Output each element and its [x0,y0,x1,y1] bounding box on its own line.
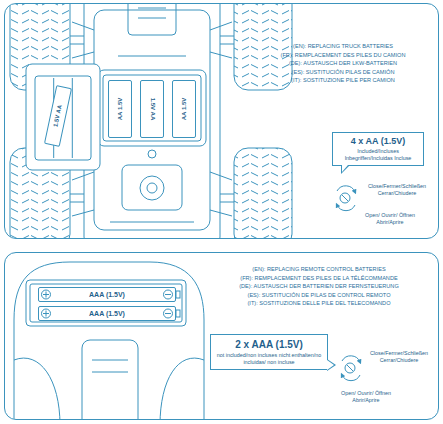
battery: 1.5V AA [44,85,72,147]
screw-symbol-part [337,205,355,211]
battery-text: AA 1.5V [117,98,124,120]
truck-underside [10,4,292,238]
truck-underside-part [98,70,206,146]
heading-text: (EN): REPLACING REMOTE CONTROL BATTERIES [203,265,435,274]
heading-block: (EN): REPLACING TRUCK BATTERIES(FR): REM… [250,42,436,85]
heading-text: (DE): AUSTAUSCH DER BATTERIEN DER FERNST… [203,282,435,291]
truck-underside-part [35,76,91,160]
battery-text: 1.5V AA [52,104,64,127]
battery-text: AAA (1.5V) [39,307,175,320]
remote-control-part [26,280,186,326]
battery-text: AA 1.5V [181,98,188,120]
screw-symbol-part [337,186,355,192]
callout-box-text: 4 x AA (1.5V) [337,136,419,147]
battery-text: AAA (1.5V) [39,288,175,301]
heading-text: (FR): REMPLACEMENT DES PILES DU CAMION [250,51,436,60]
remote-control-part [43,292,49,298]
callout-box-text: Included/Incluses Inbegriffen/Incluidas … [337,148,419,161]
truck-underside-part [147,183,157,193]
battery: AAA (1.5V) [38,306,176,321]
battery-text: 1.5V AA [149,98,156,120]
callout-box: 4 x AA (1.5V)Included/Incluses Inbegriff… [332,132,424,166]
screw-symbol-part [342,195,348,201]
heading-text: (ES): SUSTITUCIÓN DE PILAS DE CONTROL RE… [203,291,435,300]
truck-underside-part [234,4,292,90]
remote-control-part [92,360,128,372]
screw-direction-label: Close/Fermer/Schließen Cerrar/Chiudere [360,183,434,197]
truck-underside-part [94,10,210,230]
heading-block: (EN): REPLACING REMOTE CONTROL BATTERIES… [203,265,435,308]
battery: 1.5V AA [140,80,164,138]
remote-control-part [176,291,180,298]
remote-control-part [82,340,138,419]
remote-control-part [165,313,171,314]
heading-text: (ES): SUSTITUCIÓN PILAS DE CAMIÓN [250,68,436,77]
screw-direction-label: Close/Fermer/Schließen Cerrar/Chiudere [362,350,436,364]
battery: AAA (1.5V) [38,287,176,302]
instruction-panel: (EN): REPLACING TRUCK BATTERIES(FR): REM… [4,3,439,239]
callout-box-text: 2 x AAA (1.5V) [215,338,323,351]
truck-underside-part [128,4,176,35]
screw-symbol-part [342,356,360,362]
truck-underside-part [122,165,182,210]
truck-underside-part [26,64,100,170]
heading-text: (DE): AUSTAUSCH DER LKW-BATTERIEN [250,59,436,68]
heading-text: (FR): REMPLACEMENT DES PILES DE LA TÉLÉC… [203,274,435,283]
truck-underside-part [140,176,164,200]
remote-control-part [164,309,173,318]
heading-text: (IT): SOSTITUZIONE DELLE PILE DEL TELECO… [203,299,435,308]
remote-control [14,262,204,419]
battery: AA 1.5V [172,80,196,138]
screw-direction-label: Open/ Ouvrir/ Öffnen Abrir/Aprire [354,212,426,226]
remote-control-part [176,310,180,317]
remote-control-part [42,309,51,318]
screw-symbol-part [342,375,360,381]
remote-control-part [42,290,51,299]
truck-underside-part [84,4,220,238]
heading-text: (EN): REPLACING TRUCK BATTERIES [250,42,436,51]
heading-text: (IT): SOSTITUZIONE PILE PER CAMION [250,76,436,85]
remote-control-part [164,290,173,299]
screw-symbol-part [345,363,355,373]
remote-control-part [165,294,171,295]
truck-underside-part [103,75,201,141]
callout-box-text: not included/non incluses nicht enthalte… [215,352,323,365]
screw-direction-label: Open/ Ouvrir/ Öffnen Abrir/Aprire [330,390,402,404]
battery: AA 1.5V [108,80,132,138]
remote-control-part [43,311,49,317]
callout-box: 2 x AAA (1.5V)not included/non incluses … [210,334,328,370]
screw-symbol-part [340,193,350,203]
screw-symbol-part [347,365,353,371]
truck-underside-part [148,150,156,158]
remote-control-part [14,358,204,419]
remote-control-part [30,284,182,322]
truck-underside-part [234,148,292,238]
